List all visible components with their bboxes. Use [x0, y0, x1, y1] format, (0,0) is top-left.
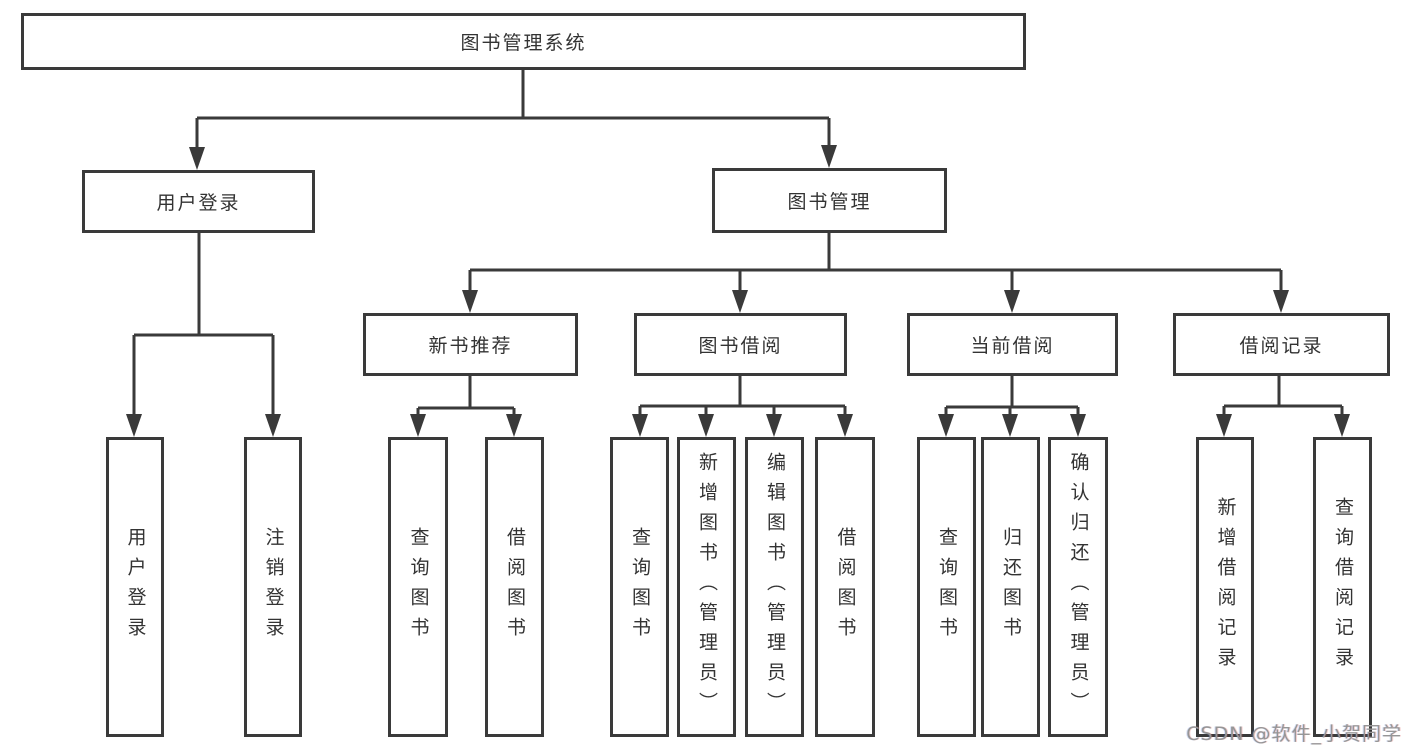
leaf-borrow-books-recommend: 借阅图书 — [485, 437, 544, 737]
node-root: 图书管理系统 — [21, 13, 1026, 70]
leaf-add-borrow-record: 新增借阅记录 — [1196, 437, 1254, 737]
leaf-query-books-current: 查询图书 — [917, 437, 976, 737]
watermark: CSDN @软件_小贺同学 — [1186, 723, 1402, 745]
leaf-edit-book-admin: 编辑图书（管理员） — [745, 437, 804, 737]
leaf-query-books-recommend: 查询图书 — [388, 437, 448, 737]
node-book-borrow: 图书借阅 — [634, 313, 847, 376]
leaf-return-book: 归还图书 — [981, 437, 1040, 737]
leaf-borrow-books-recommend-label: 借阅图书 — [504, 527, 526, 647]
leaf-query-books-recommend-label: 查询图书 — [407, 527, 430, 647]
node-book-borrow-label: 图书借阅 — [698, 335, 783, 357]
leaf-query-books-borrow-label: 查询图书 — [629, 527, 651, 647]
leaf-confirm-return-admin-label: 确认归还（管理员） — [1067, 452, 1090, 722]
node-current-borrow-label: 当前借阅 — [970, 335, 1055, 357]
node-borrow-records: 借阅记录 — [1173, 313, 1390, 376]
leaf-return-book-label: 归还图书 — [1000, 527, 1022, 647]
leaf-query-books-borrow: 查询图书 — [610, 437, 669, 737]
leaf-confirm-return-admin: 确认归还（管理员） — [1048, 437, 1108, 737]
leaf-query-borrow-record: 查询借阅记录 — [1313, 437, 1372, 737]
leaf-edit-book-admin-label: 编辑图书（管理员） — [764, 452, 786, 722]
node-user-login: 用户登录 — [82, 170, 315, 233]
node-current-borrow: 当前借阅 — [907, 313, 1118, 376]
leaf-query-books-current-label: 查询图书 — [936, 527, 958, 647]
node-user-login-label: 用户登录 — [156, 192, 241, 214]
leaf-logout: 注销登录 — [244, 437, 302, 737]
leaf-add-book-admin-label: 新增图书（管理员） — [696, 452, 718, 722]
leaf-borrow-books: 借阅图书 — [815, 437, 875, 737]
leaf-logout-label: 注销登录 — [262, 527, 285, 647]
node-root-label: 图书管理系统 — [460, 32, 587, 54]
leaf-user-login: 用户登录 — [106, 437, 164, 737]
leaf-user-login-label: 用户登录 — [124, 527, 147, 647]
leaf-query-borrow-record-label: 查询借阅记录 — [1332, 497, 1354, 677]
leaf-add-book-admin: 新增图书（管理员） — [677, 437, 736, 737]
leaf-add-borrow-record-label: 新增借阅记录 — [1214, 497, 1237, 677]
node-book-management-label: 图书管理 — [787, 191, 872, 213]
leaf-borrow-books-label: 借阅图书 — [834, 527, 857, 647]
node-borrow-records-label: 借阅记录 — [1239, 335, 1324, 357]
node-new-book-recommend: 新书推荐 — [363, 313, 578, 376]
node-book-management: 图书管理 — [712, 168, 947, 233]
node-new-book-recommend-label: 新书推荐 — [428, 335, 513, 357]
